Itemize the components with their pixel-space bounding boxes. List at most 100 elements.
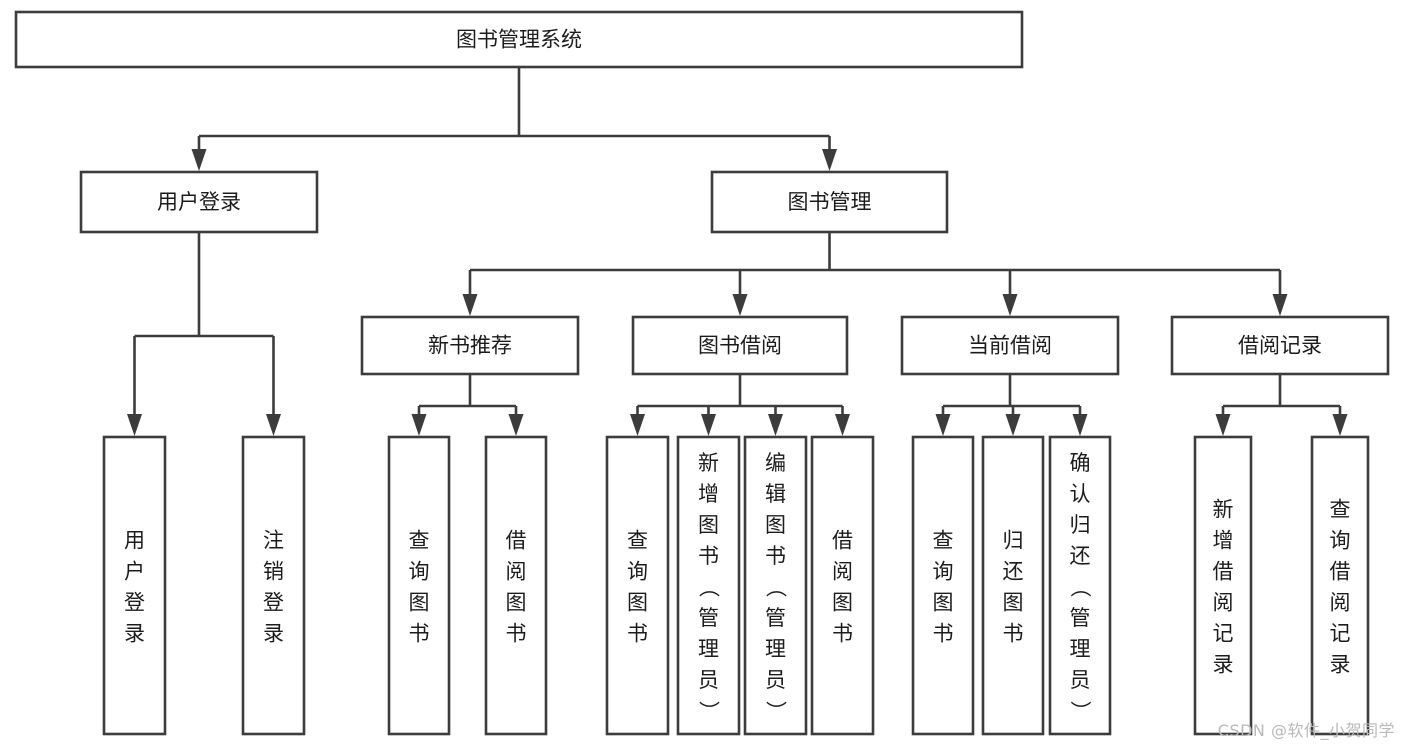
svg-text:书: 书 [409,622,430,646]
node-box-user-login [79,170,319,234]
arrow-head-book-borrow [732,294,748,316]
svg-text:员: 员 [698,668,719,692]
svg-text:编: 编 [765,451,786,475]
node-box-leaf-logout [241,435,306,736]
connector-current-borrow [935,374,1088,436]
node-box-leaf-add-book [676,435,741,736]
connector-user-login [127,232,281,436]
node-borrow-record[interactable]: 借阅记录 [1170,315,1390,376]
node-label-user-login: 用户登录 [157,190,241,214]
svg-text:还: 还 [1070,544,1091,568]
node-box-leaf-query-book-3 [911,435,975,736]
node-book-admin[interactable]: 图书管理 [710,170,949,234]
arrow-head-leaf-borrow-book-1 [508,414,524,436]
node-box-leaf-query-book-2 [605,435,670,736]
svg-text:）: ） [697,701,721,722]
arrow-head-leaf-return-book [1005,414,1021,436]
connector-borrow-record [1215,374,1348,436]
arrow-head-leaf-add-book [701,414,716,436]
arrow-head-leaf-confirm-return [1072,414,1088,436]
arrow-head-leaf-query-book-2 [630,414,645,436]
node-user-login[interactable]: 用户登录 [79,170,319,234]
connector-new-book-rec [411,374,524,436]
svg-text:查: 查 [1330,498,1351,522]
node-box-leaf-add-record [1193,435,1253,736]
svg-text:书: 书 [698,544,719,568]
node-box-root [14,10,1024,69]
node-box-book-borrow [631,315,849,376]
node-box-leaf-query-record [1310,435,1370,736]
svg-text:记: 记 [1330,622,1351,646]
node-box-leaf-edit-book [743,435,808,736]
connector-book-borrow [630,374,850,436]
svg-text:员: 员 [765,668,786,692]
node-box-new-book-rec [360,315,580,376]
node-box-leaf-user-login [102,435,167,736]
arrow-head-book-admin [822,149,837,171]
node-label-current-borrow: 当前借阅 [968,334,1052,358]
svg-text:登: 登 [124,591,145,615]
svg-text:辑: 辑 [765,482,786,506]
svg-text:确: 确 [1070,451,1091,475]
svg-text:登: 登 [263,591,284,615]
svg-text:阅: 阅 [506,560,527,584]
svg-text:录: 录 [263,622,284,646]
node-new-book-rec[interactable]: 新书推荐 [360,315,580,376]
node-box-leaf-query-book-1 [387,435,451,736]
svg-text:阅: 阅 [832,560,853,584]
node-leaf-user-login[interactable]: 用户登录 [102,435,167,736]
svg-text:管: 管 [765,606,786,630]
connector-layer [127,67,1348,436]
svg-text:管: 管 [1070,606,1091,630]
svg-text:（: （ [1068,577,1092,598]
watermark-text: CSDN @软件_小贺同学 [1217,721,1395,740]
svg-text:借: 借 [506,529,527,553]
arrow-head-leaf-borrow-book-2 [835,414,850,436]
svg-text:书: 书 [627,622,648,646]
node-label-new-book-rec: 新书推荐 [428,334,512,358]
node-root[interactable]: 图书管理系统 [14,10,1024,69]
arrow-head-leaf-query-book-3 [935,414,951,436]
arrow-head-current-borrow [1002,294,1018,316]
svg-text:新: 新 [698,451,719,475]
svg-text:书: 书 [832,622,853,646]
svg-text:销: 销 [263,560,284,584]
svg-text:图: 图 [409,591,430,615]
node-current-borrow[interactable]: 当前借阅 [900,315,1120,376]
node-label-leaf-user-login: 用户登录 [124,529,145,646]
node-book-borrow[interactable]: 图书借阅 [631,315,849,376]
svg-text:（: （ [764,577,788,598]
svg-text:理: 理 [765,637,786,661]
arrow-head-leaf-add-record [1215,414,1231,436]
node-layer: 图书管理系统用户登录图书管理新书推荐图书借阅当前借阅借阅记录用户登录注销登录查询… [14,10,1390,736]
arrow-head-new-book-rec [462,294,478,316]
svg-text:理: 理 [1070,637,1091,661]
svg-text:询: 询 [933,560,954,584]
svg-text:书: 书 [506,622,527,646]
arrow-head-leaf-query-record [1332,414,1348,436]
svg-text:查: 查 [933,529,954,553]
svg-text:阅: 阅 [1213,591,1234,615]
